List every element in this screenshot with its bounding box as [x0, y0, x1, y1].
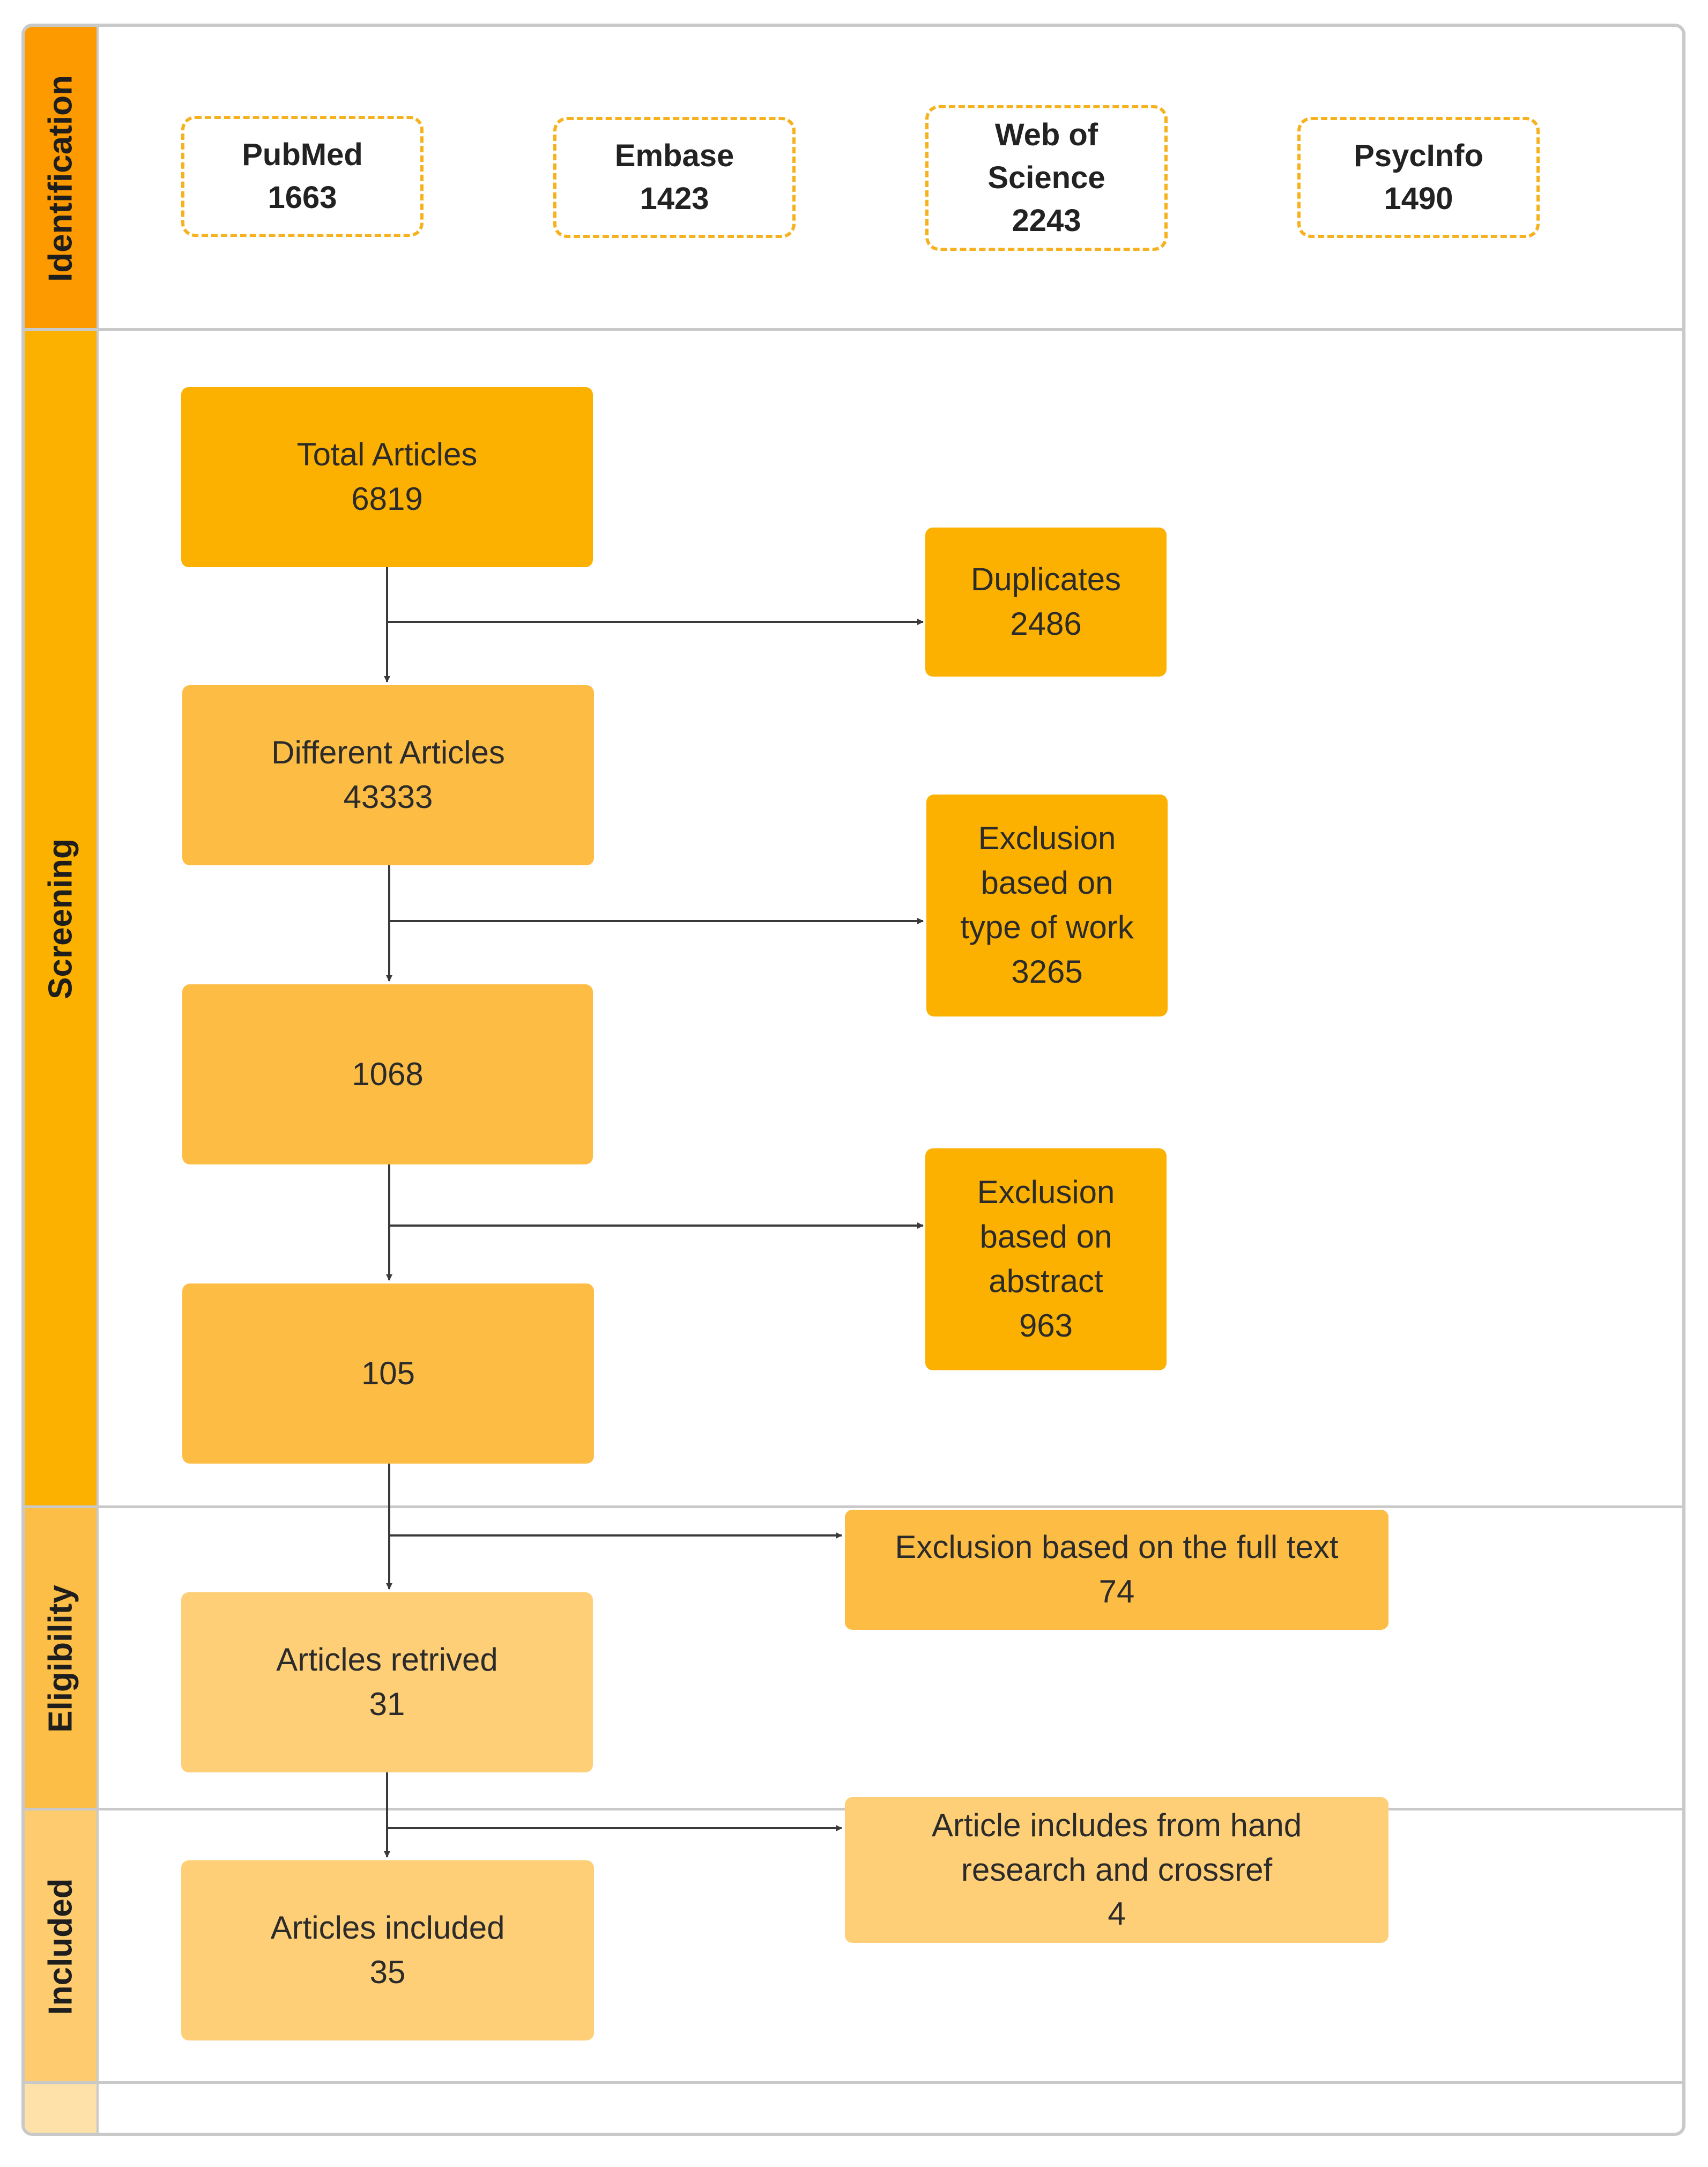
box-exclusion-type-of-work: Exclusion based on type of work 3265 [926, 795, 1168, 1016]
box-total-articles: Total Articles 6819 [181, 387, 593, 567]
lane-screening: Screening [25, 330, 96, 1508]
box-hand-search-count: 4 [1108, 1896, 1126, 1932]
box-duplicates-count: 2486 [1010, 606, 1082, 642]
box-hand-search-line2: research and crossref [961, 1851, 1273, 1888]
box-excl-abstract-line3: abstract [989, 1263, 1103, 1299]
source-pubmed-count: 1663 [268, 180, 337, 215]
box-duplicates: Duplicates 2486 [925, 528, 1167, 677]
source-psycinfo-name: PsycInfo [1354, 138, 1483, 173]
box-excl-type-count: 3265 [1011, 953, 1083, 990]
lane-divider [25, 1505, 1682, 1508]
box-included-label: Articles included [270, 1910, 505, 1946]
box-excl-abstract-line1: Exclusion [977, 1174, 1115, 1211]
box-different-count: 43333 [343, 779, 433, 815]
lane-screening-label: Screening [42, 838, 79, 999]
lane-separator [96, 27, 99, 2133]
box-after-type-screening: 1068 [182, 984, 593, 1164]
lane-included: Included [25, 1810, 96, 2083]
box-different-label: Different Articles [271, 734, 505, 771]
box-different-articles: Different Articles 43333 [182, 685, 594, 865]
box-excl-fulltext-count: 74 [1098, 1574, 1135, 1609]
box-included-count: 35 [369, 1954, 406, 1990]
box-excl-abstract-line2: based on [979, 1219, 1112, 1255]
box-articles-included: Articles included 35 [181, 1860, 594, 2040]
box-excl-type-line2: based on [981, 865, 1113, 901]
box-total-count: 6819 [351, 481, 423, 517]
lane-divider [25, 2081, 1682, 2084]
box-exclusion-abstract: Exclusion based on abstract 963 [925, 1148, 1167, 1370]
source-wos-count: 2243 [1012, 203, 1081, 239]
lane-eligibility-label: Eligibility [42, 1585, 79, 1733]
source-psycinfo-count: 1490 [1384, 181, 1453, 216]
box-articles-retrieved: Articles retrived 31 [181, 1592, 593, 1772]
source-web-of-science: Web of Science 2243 [925, 105, 1168, 251]
source-embase-count: 1423 [640, 181, 709, 216]
source-embase-name: Embase [614, 138, 734, 173]
box-excl-fulltext-label: Exclusion based on the full text [895, 1529, 1339, 1565]
box-after-abstract-count: 105 [361, 1355, 415, 1391]
box-total-label: Total Articles [296, 436, 478, 473]
lane-divider [25, 328, 1682, 331]
lane-eligibility: Eligibility [25, 1508, 96, 1810]
box-after-abstract-screening: 105 [182, 1283, 594, 1464]
box-excl-type-line3: type of work [960, 909, 1134, 945]
source-embase: Embase 1423 [553, 117, 796, 238]
box-after-type-count: 1068 [352, 1056, 424, 1092]
box-retrieved-label: Articles retrived [276, 1642, 498, 1678]
box-hand-search-line1: Article includes from hand [931, 1807, 1302, 1843]
lane-identification: Identification [25, 27, 96, 330]
lane-footer [25, 2083, 96, 2133]
lane-included-label: Included [42, 1878, 79, 2015]
source-pubmed: PubMed 1663 [181, 116, 424, 237]
box-hand-search-additions: Article includes from hand research and … [845, 1797, 1388, 1943]
box-excl-abstract-count: 963 [1019, 1307, 1073, 1344]
box-excl-type-line1: Exclusion [978, 820, 1116, 857]
box-retrieved-count: 31 [369, 1686, 405, 1722]
box-exclusion-full-text: Exclusion based on the full text 74 [845, 1510, 1388, 1630]
lane-identification-label: Identification [42, 75, 79, 282]
source-wos-name-line1: Web of [994, 117, 1098, 152]
source-pubmed-name: PubMed [242, 137, 363, 172]
source-wos-name-line2: Science [987, 160, 1105, 195]
source-psycinfo: PsycInfo 1490 [1297, 117, 1540, 238]
box-duplicates-label: Duplicates [970, 561, 1122, 598]
